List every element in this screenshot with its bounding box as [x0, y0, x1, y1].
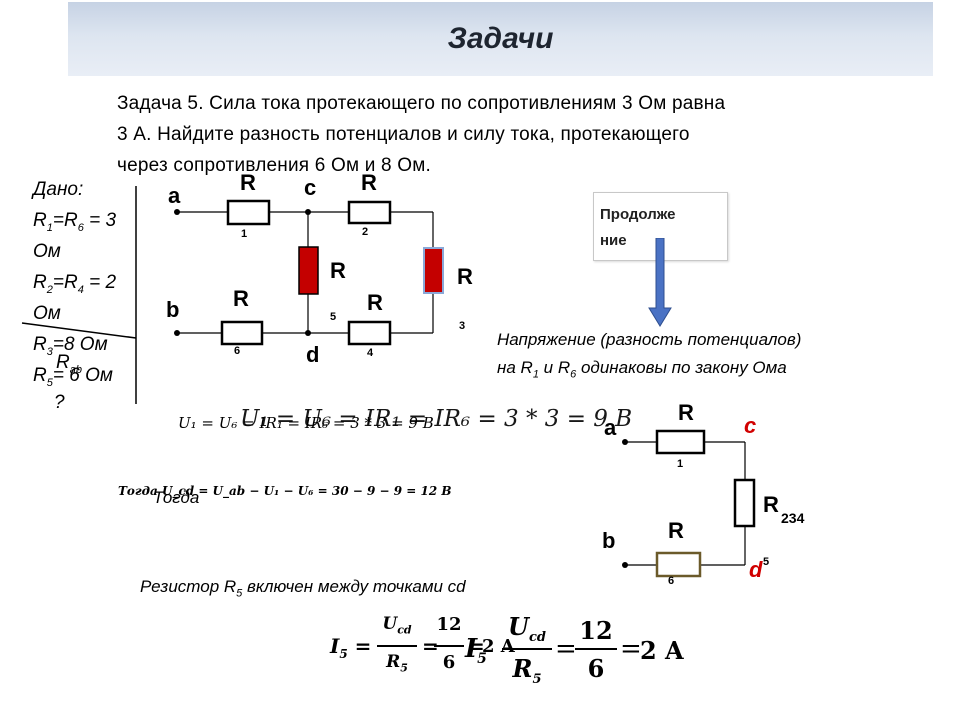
task-line-1: Задача 5. Сила тока протекающего по сопр…	[117, 93, 726, 114]
c1-node-b: b	[166, 297, 180, 322]
c2-sub-r1: 1	[677, 458, 684, 470]
resistor-r6	[220, 320, 264, 346]
c1-node-d: d	[306, 342, 320, 367]
down-arrow-icon	[648, 238, 672, 327]
task-line-2: 3 А. Найдите разность потенциалов и силу…	[117, 124, 690, 145]
c1-label-r5: R	[330, 258, 346, 283]
c2-resistor-r1	[655, 429, 706, 455]
task-statement: Задача 5. Сила тока протекающего по сопр…	[117, 88, 897, 181]
resistor-r2	[347, 200, 392, 225]
c2-node-b: b	[602, 528, 616, 553]
c1-sub-r5: 5	[330, 311, 337, 323]
c1-sub-r1: 1	[241, 228, 248, 240]
c2-sub-r234: 234	[781, 510, 805, 526]
resistor-r4	[347, 320, 392, 346]
c1-sub-r4: 4	[367, 347, 374, 359]
equation-1-large: U₁ = U₆ = IR₁ = IR₆ = 3 * 3 = 9 B	[240, 406, 633, 432]
c1-label-r3: R	[457, 264, 473, 289]
c2-sub-r5: 5	[763, 556, 770, 568]
c1-node-c: c	[304, 175, 317, 200]
c2-label-r1: R	[678, 400, 694, 425]
page-title: Задачи	[447, 22, 554, 55]
equation-1-small: U₁ = U₆ = IR₁ = IR₆ = 3 * 3 = 9 B	[178, 414, 434, 432]
c2-node-d: d	[749, 557, 763, 582]
given-line-1: R1=R6 = 3	[33, 210, 117, 234]
given-head: Дано:	[33, 179, 84, 200]
c1-sub-r2: 2	[362, 226, 369, 238]
resistor-r1	[226, 199, 271, 226]
c1-label-r1: R	[240, 170, 256, 195]
given-line-5: R3=8 Ом	[33, 334, 108, 358]
c2-resistor-r2345	[733, 478, 756, 528]
given-line-2: Ом	[33, 241, 61, 262]
equation-2-small: Тогда U_cd = U_ab − U₁ − U₆ = 30 − 9 − 9…	[118, 484, 452, 498]
c2-resistor-r6	[655, 551, 702, 578]
c2-label-r6: R	[668, 518, 684, 543]
c1-label-r2: R	[361, 170, 377, 195]
title-bar: Задачи	[68, 2, 933, 76]
continue-text: Продолже ние	[600, 206, 676, 249]
given-block: Дано: R1=R6 = 3 Ом R2=R4 = 2 Ом R3=8 Ом …	[33, 174, 116, 391]
c2-node-a: a	[604, 415, 617, 440]
c1-label-r4: R	[367, 290, 383, 315]
find-label: Rab	[56, 352, 82, 376]
ohm-law-note: Напряжение (разность потенциалов) на R1 …	[497, 326, 917, 382]
resistor-r5	[298, 246, 319, 295]
c2-label-r234: R	[763, 492, 779, 517]
find-question: ?	[54, 392, 65, 413]
c1-node-a: a	[168, 183, 181, 208]
given-line-3: R2=R4 = 2	[33, 272, 117, 296]
c2-node-c: c	[744, 413, 757, 438]
equation-2-word: Тогда	[153, 488, 200, 507]
c1-label-r6: R	[233, 286, 249, 311]
c1-sub-r6: 6	[234, 345, 241, 357]
task-line-3: через сопротивления 6 Ом и 8 Ом.	[117, 155, 431, 176]
continue-box: Продолже ние	[593, 192, 728, 261]
resistor-r3	[423, 247, 444, 294]
c2-sub-r6: 6	[668, 575, 675, 587]
c1-sub-r3: 3	[459, 320, 466, 332]
note-line-1: Напряжение (разность потенциалов)	[497, 330, 802, 349]
resistor5-note: Резистор R5 включен между точками cd	[140, 577, 466, 600]
given-line-4: Ом	[33, 303, 61, 324]
given-line-6: R5= 6 Ом	[33, 365, 113, 389]
note-line-2: на R1 и R6 одинаковы по закону Ома	[497, 358, 787, 381]
